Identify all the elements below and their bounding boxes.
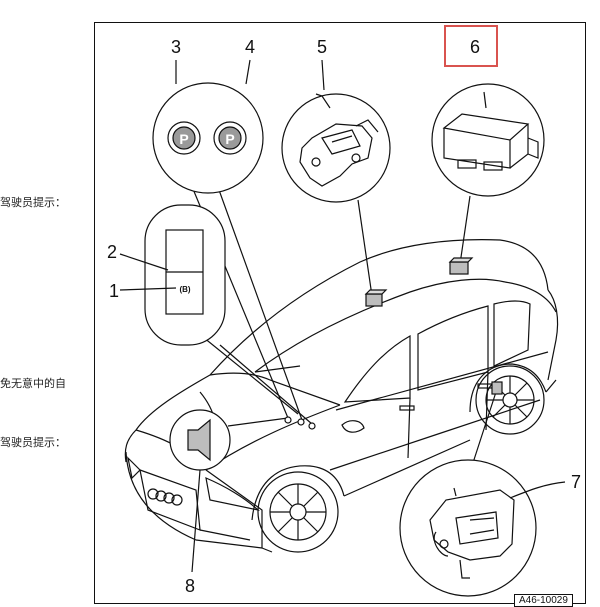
buzzer-detail-8 xyxy=(169,409,231,573)
callout-5: 5 xyxy=(317,37,327,57)
caliper-detail-5 xyxy=(281,93,391,203)
callout-8: 8 xyxy=(185,576,195,596)
callout-2: 2 xyxy=(107,242,117,262)
side-note-1: 驾驶员提示： xyxy=(0,196,66,209)
component-markers xyxy=(284,257,503,430)
switch-symbol: (B) xyxy=(179,285,190,294)
callout-6: 6 xyxy=(470,37,480,57)
module-marker-5 xyxy=(365,293,383,307)
figure-frame xyxy=(94,22,586,604)
control-unit-detail-6 xyxy=(431,83,545,197)
caliper-detail-7 xyxy=(399,459,566,597)
lamp-detail-circle xyxy=(152,82,264,194)
parking-lamp-glyph-4: P xyxy=(225,131,234,147)
highlight-box-callout-6 xyxy=(444,25,498,67)
module-marker-7 xyxy=(491,381,503,395)
callout-4: 4 xyxy=(245,37,255,57)
callout-3: 3 xyxy=(171,37,181,57)
parking-lamp-glyph-3: P xyxy=(179,131,188,147)
side-note-3: 驾驶员提示： xyxy=(0,436,66,449)
callout-7: 7 xyxy=(571,472,581,492)
figure-id: A46-10029 xyxy=(514,594,573,607)
side-note-2: 免无意中的自 xyxy=(0,377,66,390)
callout-1: 1 xyxy=(109,281,119,301)
switch-panel-detail xyxy=(119,204,226,346)
module-marker-6 xyxy=(449,261,469,275)
